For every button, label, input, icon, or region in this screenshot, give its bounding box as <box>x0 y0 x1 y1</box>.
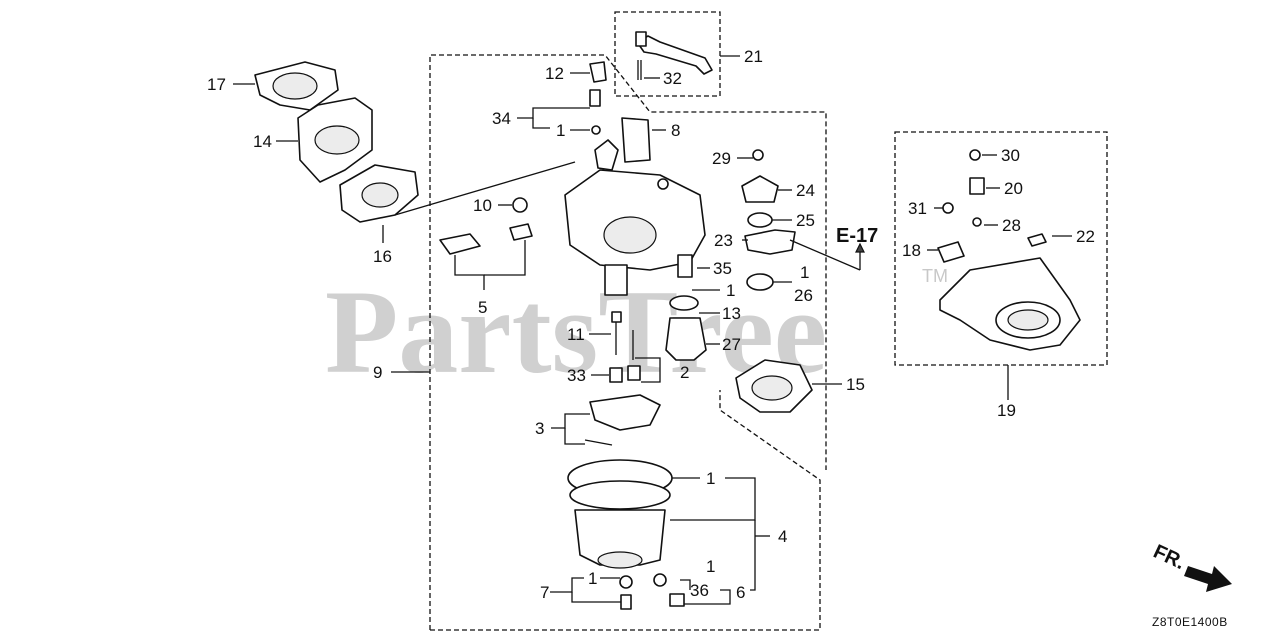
front-label: FR. <box>1150 541 1188 575</box>
callout-20: 20 <box>1004 179 1023 198</box>
callout-19: 19 <box>997 401 1016 420</box>
callout-1-c: 1 <box>588 569 597 588</box>
callout-31: 31 <box>908 199 927 218</box>
callout-15: 15 <box>846 375 865 394</box>
callout-10: 10 <box>473 196 492 215</box>
callout-16: 16 <box>373 247 392 266</box>
callout-8: 8 <box>671 121 680 140</box>
diagram-code: Z8T0E1400B <box>1152 615 1228 629</box>
callout-28: 28 <box>1002 216 1021 235</box>
callout-1-b: 1 <box>706 469 715 488</box>
callout-1-d: 1 <box>706 557 715 576</box>
callout-23: 23 <box>714 231 733 250</box>
callout-30: 30 <box>1001 146 1020 165</box>
callout-3: 3 <box>535 419 544 438</box>
throttle-lever-box <box>614 11 721 97</box>
leader-lines <box>233 55 1072 605</box>
callout-24: 24 <box>796 181 815 200</box>
callout-34: 34 <box>492 109 511 128</box>
main-assembly-boundary <box>429 54 827 631</box>
callout-22: 22 <box>1076 227 1095 246</box>
callout-33: 33 <box>567 366 586 385</box>
callout-14: 14 <box>253 132 272 151</box>
left-parts <box>254 61 576 223</box>
callout-9: 9 <box>373 363 382 382</box>
callout-21: 21 <box>744 47 763 66</box>
callout-27: 27 <box>722 335 741 354</box>
front-arrow-icon <box>1184 566 1232 592</box>
section-reference: E-17 <box>836 225 878 247</box>
callout-6: 6 <box>736 583 745 602</box>
callout-7: 7 <box>540 583 549 602</box>
watermark-tm: TM <box>922 266 948 286</box>
callout-1-e: 1 <box>800 263 809 282</box>
callout-35: 35 <box>713 259 732 278</box>
callout-25: 25 <box>796 211 815 230</box>
callout-4: 4 <box>778 527 787 546</box>
callout-13: 13 <box>722 304 741 323</box>
air-cleaner-box <box>894 131 1108 366</box>
callout-32: 32 <box>663 69 682 88</box>
front-direction-indicator: FR. <box>1150 541 1232 592</box>
callout-1-f: 1 <box>726 281 735 300</box>
callout-11: 11 <box>567 325 585 344</box>
callout-12: 12 <box>545 64 564 83</box>
carburetor-body <box>439 61 707 610</box>
callout-labels: 17 14 16 12 34 1 8 10 5 9 11 33 2 3 1 4 … <box>207 47 1095 602</box>
callout-5: 5 <box>478 298 487 317</box>
right-side-parts <box>735 149 813 413</box>
callout-36: 36 <box>690 581 709 600</box>
callout-2: 2 <box>680 363 689 382</box>
callout-17: 17 <box>207 75 226 94</box>
callout-29: 29 <box>712 149 731 168</box>
callout-26: 26 <box>794 286 813 305</box>
callout-1-a: 1 <box>556 121 565 140</box>
callout-18: 18 <box>902 241 921 260</box>
